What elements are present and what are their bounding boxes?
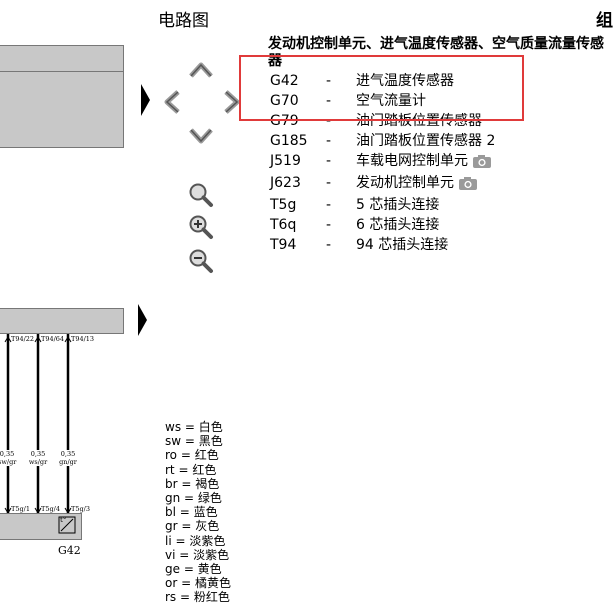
component-dash: - <box>326 237 332 253</box>
component-desc: 5 芯插头连接 <box>356 197 440 213</box>
component-item-j519[interactable]: J519 - 车载电网控制单元 <box>270 151 492 171</box>
connector-label-top: T94/64 <box>41 335 65 343</box>
legend-item: ws = 白色 <box>165 420 223 434</box>
component-dash: - <box>326 133 332 149</box>
sensor-label: G42 <box>58 544 81 557</box>
component-dash: - <box>326 93 332 109</box>
component-code: G42 <box>270 73 299 89</box>
component-code: J519 <box>270 153 301 169</box>
component-code: T94 <box>270 237 297 253</box>
camera-icon[interactable] <box>458 176 478 191</box>
legend-item: bl = 蓝色 <box>165 505 218 520</box>
legend-item: gr = 灰色 <box>165 519 220 534</box>
component-dash: - <box>326 113 332 129</box>
legend-item: li = 淡紫色 <box>165 533 226 548</box>
component-desc: 车载电网控制单元 <box>356 151 492 171</box>
highlight-box <box>239 55 524 121</box>
component-item-g42[interactable]: G42 - 进气温度传感器 <box>270 71 454 91</box>
legend-item: ge = 黄色 <box>165 562 222 577</box>
legend-item: rs = 粉红色 <box>165 590 230 605</box>
component-code: G79 <box>270 113 299 129</box>
connector-label-bottom: T5g/3 <box>71 505 90 513</box>
up-arrow-icon[interactable] <box>187 56 215 84</box>
connector-label-bottom: T5g/4 <box>41 505 60 513</box>
camera-icon[interactable] <box>472 154 492 169</box>
legend-item: sw = 黑色 <box>165 434 223 449</box>
component-desc: 空气流量计 <box>356 93 426 109</box>
expand-panel-arrow-top[interactable] <box>141 84 150 116</box>
component-desc: 进气温度传感器 <box>356 73 454 89</box>
component-dash: - <box>326 175 332 191</box>
page-title-tail: 组 <box>596 11 613 31</box>
expand-panel-arrow-bottom[interactable] <box>138 304 147 336</box>
zoom-fit-icon[interactable] <box>188 182 214 208</box>
down-arrow-icon[interactable] <box>187 122 215 150</box>
component-dash: - <box>326 153 332 169</box>
connector-label-top: T94/22 <box>11 335 35 343</box>
wiring-diagram <box>4 334 72 514</box>
legend-item: vi = 淡紫色 <box>165 547 230 562</box>
component-desc-text: 车载电网控制单元 <box>356 153 468 169</box>
component-code: T5g <box>270 197 297 213</box>
connector-label-bottom: T5g/1 <box>11 505 30 513</box>
component-desc: 油门踏板位置传感器 2 <box>356 133 496 149</box>
legend-item: rt = 红色 <box>165 462 217 477</box>
legend-item: ro = 红色 <box>165 448 219 463</box>
wire-color-legend: ws = 白色 sw = 黑色 ro = 红色 rt = 红色 br = 褐色 … <box>165 420 231 605</box>
diagram-top-block <box>0 45 124 148</box>
component-code: J623 <box>270 175 301 191</box>
component-dash: - <box>326 217 332 233</box>
component-code: T6q <box>270 217 297 233</box>
legend-item: br = 褐色 <box>165 476 220 491</box>
legend-item: or = 橘黄色 <box>165 576 231 591</box>
diagram-control-unit-strip <box>0 308 124 334</box>
component-desc: 94 芯插头连接 <box>356 237 449 253</box>
component-item-j623[interactable]: J623 - 发动机控制单元 <box>270 173 478 193</box>
component-list-title: 发动机控制单元、进气温度传感器、空气质量流量传感器 <box>268 36 604 69</box>
component-item-g185[interactable]: G185 - 油门踏板位置传感器 2 <box>270 131 495 151</box>
left-arrow-icon[interactable] <box>158 88 186 116</box>
sensor-symbol-icon <box>58 516 76 534</box>
page-title: 电路图 <box>158 11 209 31</box>
component-dash: - <box>326 197 332 213</box>
component-code: G70 <box>270 93 299 109</box>
component-item-t94[interactable]: T94 - 94 芯插头连接 <box>270 235 448 255</box>
component-item-g70[interactable]: G70 - 空气流量计 <box>270 91 426 111</box>
right-arrow-icon[interactable] <box>218 88 246 116</box>
wire-spec: 0,35sw/gr <box>0 450 17 466</box>
zoom-in-icon[interactable] <box>188 214 214 240</box>
legend-item: gn = 绿色 <box>165 491 222 506</box>
component-item-g79[interactable]: G79 - 油门踏板位置传感器 <box>270 111 482 131</box>
connector-label-top: T94/13 <box>71 335 95 343</box>
component-desc: 油门踏板位置传感器 <box>356 113 482 129</box>
temperature-mark: t° <box>60 516 67 524</box>
component-code: G185 <box>270 133 308 149</box>
sensor-component-box: t° <box>0 513 82 540</box>
component-desc: 6 芯插头连接 <box>356 217 440 233</box>
component-item-t6q[interactable]: T6q - 6 芯插头连接 <box>270 215 439 235</box>
component-desc: 发动机控制单元 <box>356 173 478 193</box>
component-dash: - <box>326 73 332 89</box>
zoom-out-icon[interactable] <box>188 248 214 274</box>
component-item-t5g[interactable]: T5g - 5 芯插头连接 <box>270 195 439 215</box>
component-desc-text: 发动机控制单元 <box>356 175 454 191</box>
